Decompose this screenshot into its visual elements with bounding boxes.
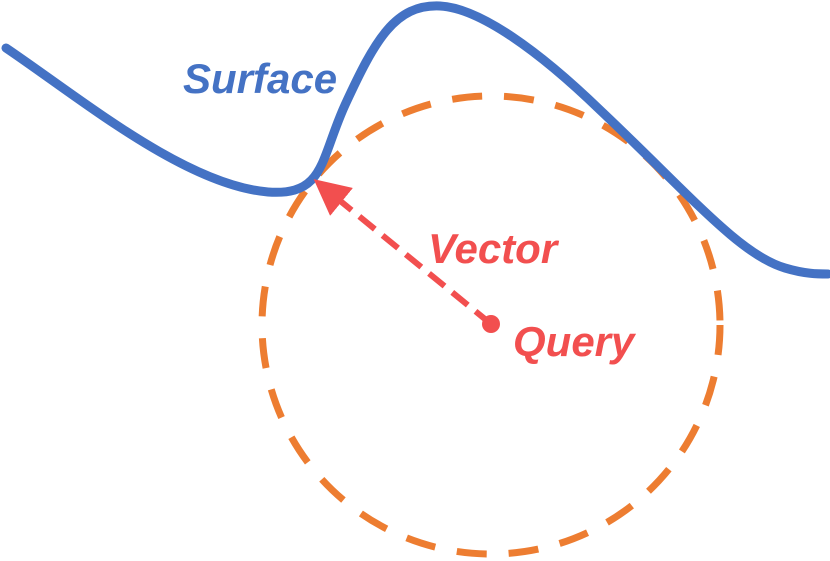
surface-label: Surface (183, 55, 337, 102)
search-radius-circle (258, 92, 724, 558)
vector-label: Vector (428, 225, 560, 272)
query-point (482, 315, 500, 333)
vector-arrow (313, 179, 493, 327)
surface-curve (1, 1, 830, 279)
query-label: Query (513, 318, 637, 366)
